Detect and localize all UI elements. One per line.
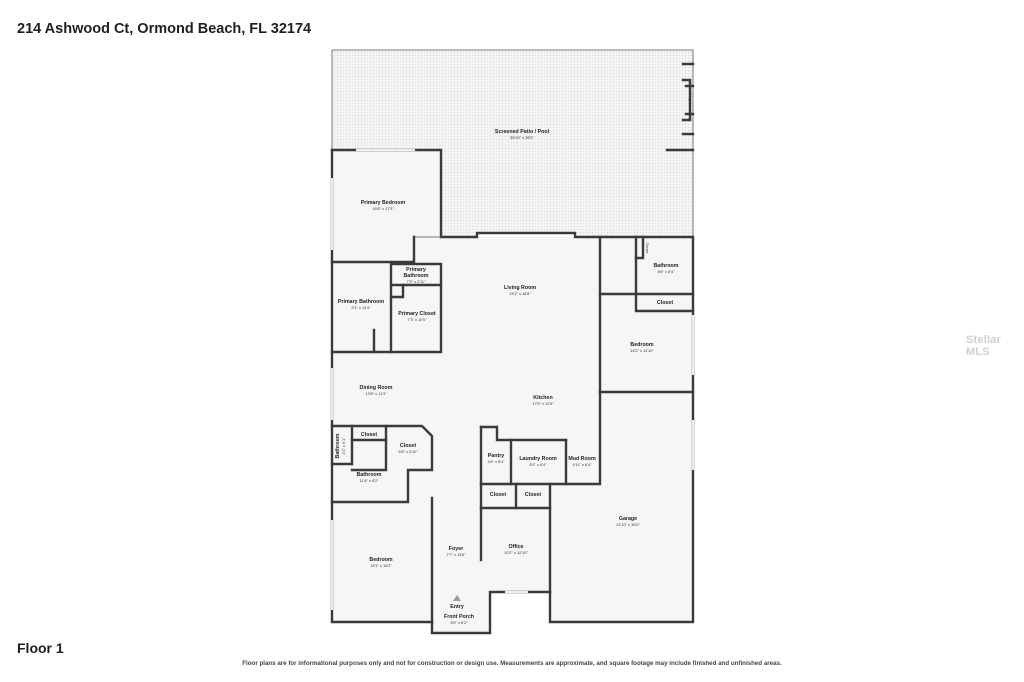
room-name: Dining Room: [360, 385, 393, 391]
room-dining-room: Dining Room 13'8" x 11'3": [360, 385, 393, 396]
room-primary-closet: Primary Closet 7'3" x 10'0": [398, 311, 436, 322]
patio-area: [332, 50, 693, 237]
room-bathroom-right: Bathroom 8'6" x 8'4": [653, 263, 678, 274]
room-pantry: Pantry 4'4" x 8'4": [487, 453, 505, 464]
room-dims: 16'8" x 17'3": [372, 206, 394, 211]
room-name: Bedroom: [369, 557, 393, 563]
room-name: Bathroom: [403, 273, 428, 279]
room-dims: 3'1" x 5'1": [341, 437, 346, 455]
room-dims: 6'6" x 5'11": [399, 449, 419, 454]
room-name: Primary Closet: [398, 311, 436, 317]
room-office: Office 10'2" x 12'10": [504, 544, 528, 555]
room-dims: 7'3" x 2'11": [407, 279, 427, 284]
room-primary-bathroom-small: Primary Bathroom 7'3" x 2'11": [403, 267, 428, 284]
room-name: Screened Patio / Pool: [495, 129, 550, 135]
room-garage: Garage 21'10" x 35'6": [616, 516, 640, 527]
room-name: Primary Bathroom: [338, 299, 385, 305]
room-name: Front Porch: [444, 614, 474, 620]
room-bedroom-right: Bedroom 14'2" x 14'10": [630, 342, 654, 353]
entry-label: Entry: [450, 604, 464, 610]
room-name: Mud Room: [568, 456, 596, 462]
entry-arrow-icon: [453, 595, 461, 601]
room-kitchen: Kitchen 17'0" x 12'9": [532, 395, 554, 406]
room-patio: Screened Patio / Pool 55'10" x 28'5": [495, 129, 550, 140]
room-dims: 13'8" x 11'3": [365, 391, 387, 396]
room-dims: 4'11" x 6'4": [573, 462, 593, 467]
fireplace-label: Fireplace: [688, 92, 693, 108]
closet-label: Closet: [525, 492, 541, 498]
room-dims: 10'2" x 12'10": [504, 550, 528, 555]
room-bedroom-left: Bedroom 15'1" x 18'2": [369, 557, 393, 568]
room-dims: 7'3" x 10'0": [407, 317, 427, 322]
fireplace: [681, 62, 695, 136]
room-foyer: Foyer 7'7" x 13'6": [446, 546, 466, 557]
room-dims: 11'8" x 8'2": [360, 478, 380, 483]
room-name: Garage: [619, 516, 637, 522]
room-dims: 14'2" x 14'10": [630, 348, 654, 353]
room-bathroom-left: Bathroom 11'8" x 8'2": [356, 472, 381, 483]
floor-label: Floor 1: [17, 640, 64, 656]
room-name: Foyer: [449, 546, 463, 552]
watermark: Stellar MLS: [966, 334, 1002, 358]
room-name: Laundry Room: [519, 456, 557, 462]
room-name: Primary Bedroom: [361, 200, 406, 206]
room-closet-left-b: Closet 6'6" x 5'11": [399, 443, 419, 454]
room-dims: 24'2" x 18'8": [509, 291, 531, 296]
closet-label: Closet: [361, 432, 377, 438]
room-dims: 55'10" x 28'5": [510, 135, 534, 140]
room-name: Primary: [406, 267, 426, 273]
room-name: Closet: [400, 443, 416, 449]
exterior-wall: [330, 148, 434, 624]
room-dims: 8'9" x 6'2": [450, 620, 468, 625]
room-dims: 9'1" x 13'4": [351, 305, 371, 310]
disclaimer: Floor plans are for informational purpos…: [242, 660, 782, 667]
closet-label: Closet: [490, 492, 506, 498]
closet-label: Closet: [645, 242, 650, 254]
room-dims: 8'1" x 6'4": [529, 462, 547, 467]
room-dims: 4'4" x 8'4": [487, 459, 505, 464]
room-name: Bathroom: [653, 263, 678, 269]
room-front-porch: Front Porch 8'9" x 6'2": [444, 614, 474, 625]
room-name: Kitchen: [533, 395, 552, 401]
room-dims: 15'1" x 18'2": [370, 563, 392, 568]
page-title: 214 Ashwood Ct, Ormond Beach, FL 32174: [17, 21, 312, 37]
room-mud-room: Mud Room 4'11" x 6'4": [568, 456, 596, 467]
room-name: Living Room: [504, 285, 536, 291]
room-name: Bathroom: [335, 433, 341, 458]
room-name: Bedroom: [630, 342, 654, 348]
room-name: Pantry: [488, 453, 505, 459]
room-name: Bathroom: [356, 472, 381, 478]
room-name: Office: [508, 544, 523, 550]
room-dims: 8'6" x 8'4": [657, 269, 675, 274]
room-dims: 7'7" x 13'6": [446, 552, 466, 557]
closet-label: Closet: [657, 300, 673, 306]
room-bathroom-left-side: Bathroom 3'1" x 5'1": [335, 433, 346, 458]
room-laundry: Laundry Room 8'1" x 6'4": [519, 456, 557, 467]
room-dims: 17'0" x 12'9": [532, 401, 554, 406]
room-primary-bathroom: Primary Bathroom 9'1" x 13'4": [338, 299, 385, 310]
room-dims: 21'10" x 35'6": [616, 522, 640, 527]
room-primary-bedroom: Primary Bedroom 16'8" x 17'3": [361, 200, 406, 211]
room-living-room: Living Room 24'2" x 18'8": [504, 285, 536, 296]
interior-floor: [332, 150, 693, 633]
